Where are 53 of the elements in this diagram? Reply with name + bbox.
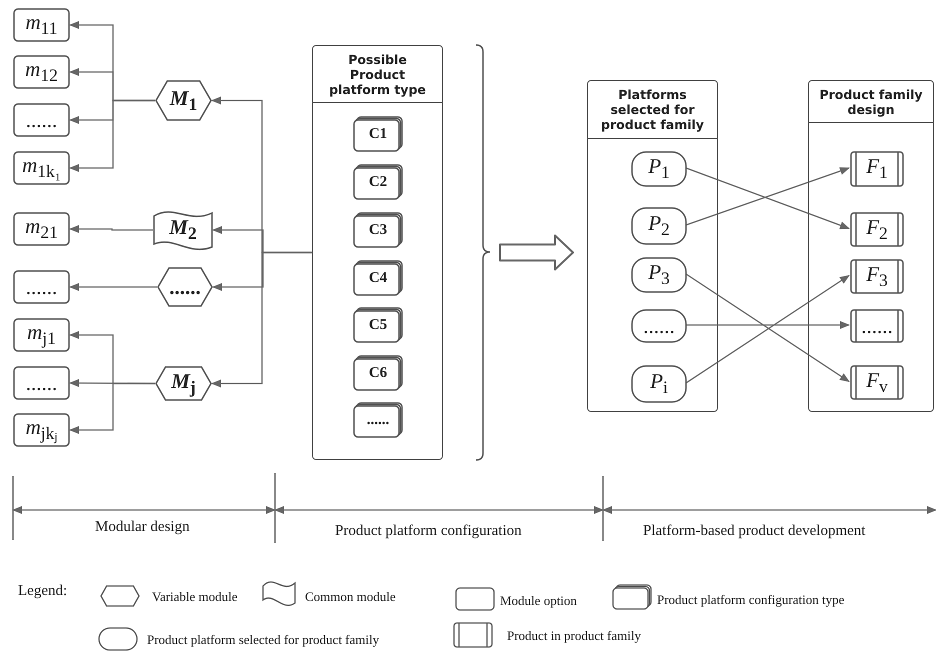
module-option-box: ...... (13, 270, 70, 304)
configuration-type-box: C4 (353, 260, 403, 296)
arrow (69, 100, 155, 172)
variable-module-hexagon: ...... (157, 267, 213, 307)
configuration-type-box: C6 (353, 355, 403, 391)
configuration-type-box: C2 (353, 164, 403, 200)
module-option-box: m$_{12}$ (13, 55, 70, 89)
variable-module-hexagon: M$_{j}$ (155, 366, 212, 401)
module-option-box: m$_{1k₁}$ (13, 151, 70, 185)
configuration-type-box: ...... (353, 402, 403, 438)
platform-pill: P$_{2}$ (631, 207, 687, 245)
arrow (69, 382, 155, 434)
module-option-box: m$_{jkⱼ}$ (13, 413, 70, 447)
legend-label: Module option (500, 593, 577, 609)
legend-label: Product platform configuration type (657, 592, 844, 608)
common-module-shape: M$_{2}$ (153, 210, 213, 250)
group-panel (312, 45, 443, 460)
product-box: F$_{v}$ (850, 365, 904, 400)
legend-title: Legend: (18, 583, 68, 600)
group-title: Possible Product platform type (313, 46, 442, 103)
platform-pill: P$_{3}$ (631, 257, 687, 293)
stage-label: Modular design (95, 519, 190, 536)
legend-label: Product in product family (507, 628, 641, 644)
module-option-box: m$_{j1}$ (13, 318, 70, 352)
product-box: F$_{1}$ (850, 151, 904, 187)
stage-label: Product platform configuration (335, 523, 522, 540)
arrow (686, 321, 850, 329)
module-option-box: m$_{21}$ (13, 212, 70, 246)
block-arrow (499, 234, 574, 270)
product-box: F$_{3}$ (850, 259, 904, 294)
configuration-type-box: C5 (353, 307, 403, 343)
legend-label: Common module (305, 589, 396, 605)
product-box: F$_{2}$ (850, 212, 904, 247)
group-panel (587, 80, 718, 412)
arrow (211, 252, 312, 388)
arrow (69, 225, 153, 233)
platform-pill: P$_{i}$ (631, 365, 687, 403)
module-option-box: m$_{11}$ (13, 8, 70, 42)
legend-label: Product platform selected for product family (147, 632, 380, 648)
module-option-box: ...... (13, 366, 70, 400)
arrow (69, 283, 157, 291)
configuration-type-box: C1 (353, 116, 403, 152)
platform-pill: ...... (631, 309, 687, 343)
group-panel (808, 80, 934, 412)
module-option-box: ...... (13, 103, 70, 137)
product-box: ...... (850, 309, 904, 343)
platform-pill: P$_{1}$ (631, 151, 687, 187)
variable-module-hexagon: M$_{1}$ (155, 80, 212, 121)
group-title: Product family design (809, 81, 933, 123)
group-title: Platforms selected for product family (588, 81, 717, 139)
stage-label: Platform-based product development (643, 523, 866, 540)
configuration-type-box: C3 (353, 212, 403, 248)
legend-label: Variable module (152, 589, 238, 605)
